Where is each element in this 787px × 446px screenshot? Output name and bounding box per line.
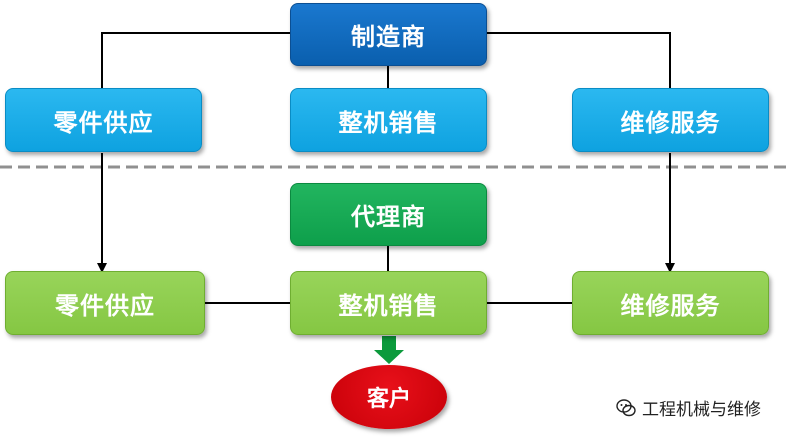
wechat-icon bbox=[616, 398, 636, 416]
agent-box: 代理商 bbox=[290, 183, 487, 246]
connector-manufacturer-to-left bbox=[101, 32, 290, 92]
agent-label: 代理商 bbox=[351, 203, 426, 231]
manufacturer-box: 制造商 bbox=[290, 3, 487, 66]
mfg-machine-sales-label: 整机销售 bbox=[338, 108, 439, 137]
customer-ellipse: 客户 bbox=[331, 365, 447, 429]
agent-parts-supply-label: 零件供应 bbox=[55, 291, 155, 320]
agent-parts-supply-box: 零件供应 bbox=[5, 271, 205, 335]
connector-manufacturer-to-right bbox=[487, 32, 671, 92]
mfg-parts-supply-box: 零件供应 bbox=[5, 88, 202, 152]
mfg-machine-sales-box: 整机销售 bbox=[290, 88, 487, 152]
watermark: 工程机械与维修 bbox=[616, 395, 761, 420]
watermark-text: 工程机械与维修 bbox=[642, 400, 761, 420]
agent-repair-service-label: 维修服务 bbox=[620, 291, 721, 320]
customer-label: 客户 bbox=[366, 387, 411, 412]
manufacturer-label: 制造商 bbox=[351, 23, 426, 51]
arrow-to-customer bbox=[374, 336, 404, 364]
mfg-parts-supply-label: 零件供应 bbox=[53, 108, 154, 137]
mfg-repair-service-box: 维修服务 bbox=[572, 88, 769, 152]
agent-machine-sales-label: 整机销售 bbox=[338, 291, 439, 320]
agent-machine-sales-box: 整机销售 bbox=[290, 271, 487, 335]
agent-repair-service-box: 维修服务 bbox=[572, 271, 769, 335]
mfg-repair-service-label: 维修服务 bbox=[620, 108, 721, 137]
